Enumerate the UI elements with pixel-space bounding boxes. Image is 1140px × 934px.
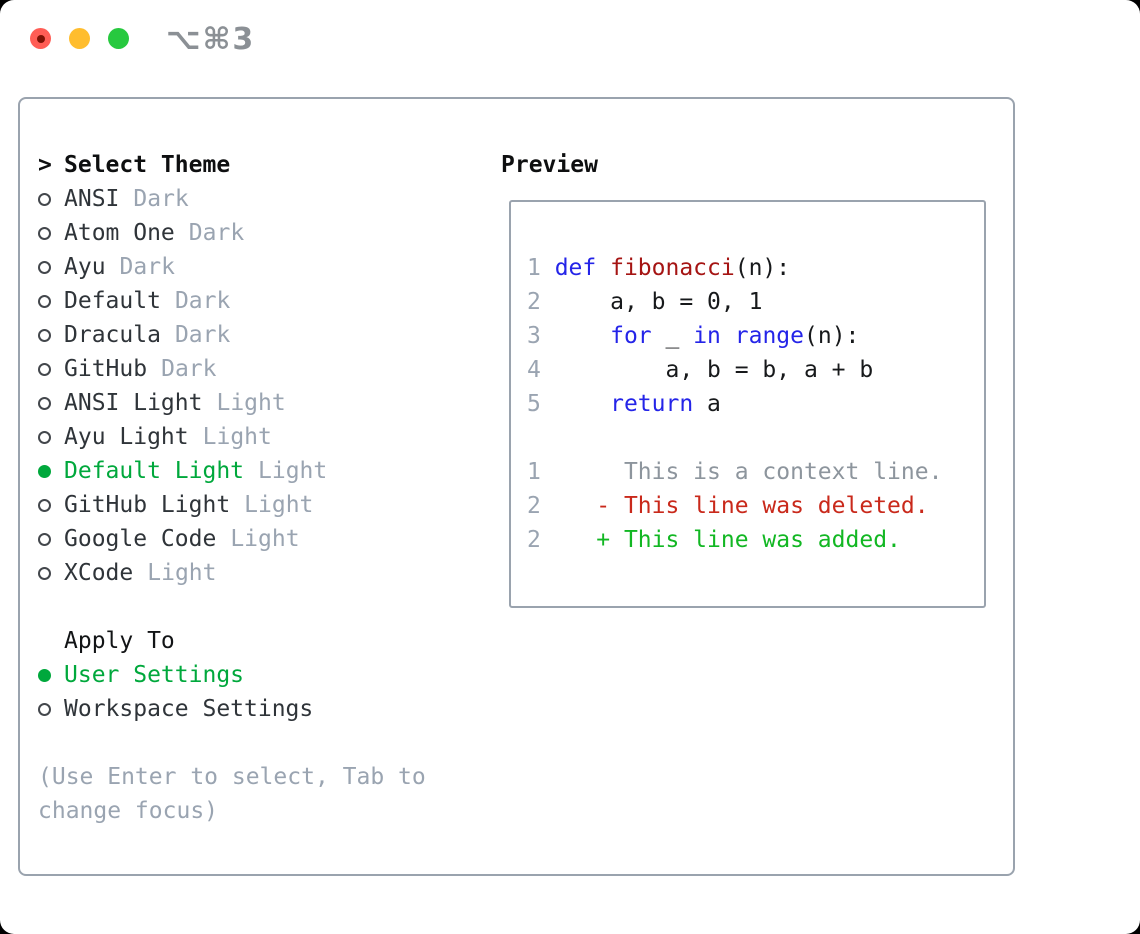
preview-box: 1 def fibonacci(n): 2 a, b = 0, 1 3 for _ …: [509, 200, 986, 608]
code-line: 3 for _ in range(n):: [527, 323, 860, 349]
theme-variant-tag: Dark: [133, 186, 189, 212]
theme-variant-tag: Dark: [174, 288, 231, 314]
theme-option-dracula[interactable]: Dracula Dark: [38, 318, 327, 352]
theme-option-ayu-light[interactable]: Ayu Light Light: [38, 420, 327, 454]
theme-variant-tag: Light: [244, 492, 314, 518]
theme-option-default[interactable]: Default Dark: [38, 284, 327, 318]
theme-option-label: Dracula: [64, 322, 161, 348]
theme-variant-tag: Light: [230, 526, 300, 552]
select-theme-heading: Select Theme: [64, 152, 231, 178]
theme-option-label: ANSI Light: [64, 390, 203, 416]
theme-variant-tag: Dark: [174, 322, 231, 348]
apply-option-workspace-settings[interactable]: Workspace Settings: [38, 692, 313, 726]
radio-icon: [38, 260, 51, 274]
preview-header: Preview: [501, 148, 598, 182]
theme-option-label: Ayu Light: [64, 424, 189, 450]
theme-option-label: Default Light: [64, 458, 245, 484]
theme-option-ansi-light[interactable]: ANSI Light Light: [38, 386, 327, 420]
theme-option-github-light[interactable]: GitHub Light Light: [38, 488, 327, 522]
radio-icon: [38, 226, 51, 240]
radio-icon: [38, 566, 51, 580]
theme-option-xcode[interactable]: XCode Light: [38, 556, 327, 590]
apply-option-label: User Settings: [64, 662, 245, 688]
theme-option-github[interactable]: GitHub Dark: [38, 352, 327, 386]
radio-icon: [38, 192, 51, 206]
radio-selected-icon: [38, 668, 51, 682]
unsaved-indicator-dot: [36, 34, 45, 43]
window-title: ⌥⌘3: [166, 22, 256, 57]
theme-option-ayu[interactable]: Ayu Dark: [38, 250, 327, 284]
theme-variant-tag: Dark: [161, 356, 217, 382]
prompt-icon: >: [38, 152, 52, 178]
code-line: 2 a, b = 0, 1: [527, 289, 763, 315]
code-line: [527, 421, 976, 455]
theme-option-google-code[interactable]: Google Code Light: [38, 522, 327, 556]
radio-icon: [38, 702, 51, 716]
theme-option-label: Google Code: [64, 526, 217, 552]
theme-variant-tag: Dark: [119, 254, 175, 280]
apply-option-label: Workspace Settings: [64, 696, 314, 722]
theme-variant-tag: Light: [216, 390, 286, 416]
radio-icon: [38, 294, 51, 308]
zoom-button[interactable]: [108, 28, 129, 49]
theme-option-ansi[interactable]: ANSI Dark: [38, 182, 327, 216]
code-line: 1 This is a context line.: [527, 459, 943, 485]
theme-variant-tag: Light: [202, 424, 272, 450]
code-line: 2 + This line was added.: [527, 527, 901, 553]
titlebar: ⌥⌘3: [0, 0, 1140, 78]
theme-option-label: Atom One: [64, 220, 175, 246]
code-line: 2 - This line was deleted.: [527, 493, 929, 519]
theme-variant-tag: Light: [258, 458, 328, 484]
theme-option-label: ANSI: [64, 186, 120, 212]
code-line: 1 def fibonacci(n):: [527, 255, 791, 281]
theme-option-label: Ayu: [64, 254, 106, 280]
apply-option-user-settings[interactable]: User Settings: [38, 658, 313, 692]
radio-icon: [38, 498, 51, 512]
theme-option-label: Default: [64, 288, 161, 314]
apply-to-header: Apply To: [38, 624, 313, 658]
radio-icon: [38, 362, 51, 376]
radio-selected-icon: [38, 464, 51, 478]
radio-icon: [38, 430, 51, 444]
theme-option-default-light[interactable]: Default Light Light: [38, 454, 327, 488]
apply-to-heading: Apply To: [64, 628, 175, 654]
radio-icon: [38, 328, 51, 342]
theme-option-label: XCode: [64, 560, 134, 586]
radio-icon: [38, 532, 51, 546]
radio-icon: [38, 396, 51, 410]
theme-option-label: GitHub: [64, 356, 148, 382]
help-text: (Use Enter to select, Tab to change focu…: [38, 764, 426, 824]
theme-variant-tag: Dark: [188, 220, 245, 246]
theme-variant-tag: Light: [147, 560, 217, 586]
theme-option-label: GitHub Light: [64, 492, 231, 518]
code-line: 5 return a: [527, 391, 721, 417]
theme-option-atom-one[interactable]: Atom One Dark: [38, 216, 327, 250]
code-line: 4 a, b = b, a + b: [527, 357, 874, 383]
select-theme-header: > Select Theme: [38, 148, 230, 182]
code-preview: 1 def fibonacci(n): 2 a, b = 0, 1 3 for _ …: [511, 202, 984, 557]
close-button[interactable]: [30, 28, 51, 49]
minimize-button[interactable]: [69, 28, 90, 49]
preview-heading-label: Preview: [501, 152, 598, 178]
